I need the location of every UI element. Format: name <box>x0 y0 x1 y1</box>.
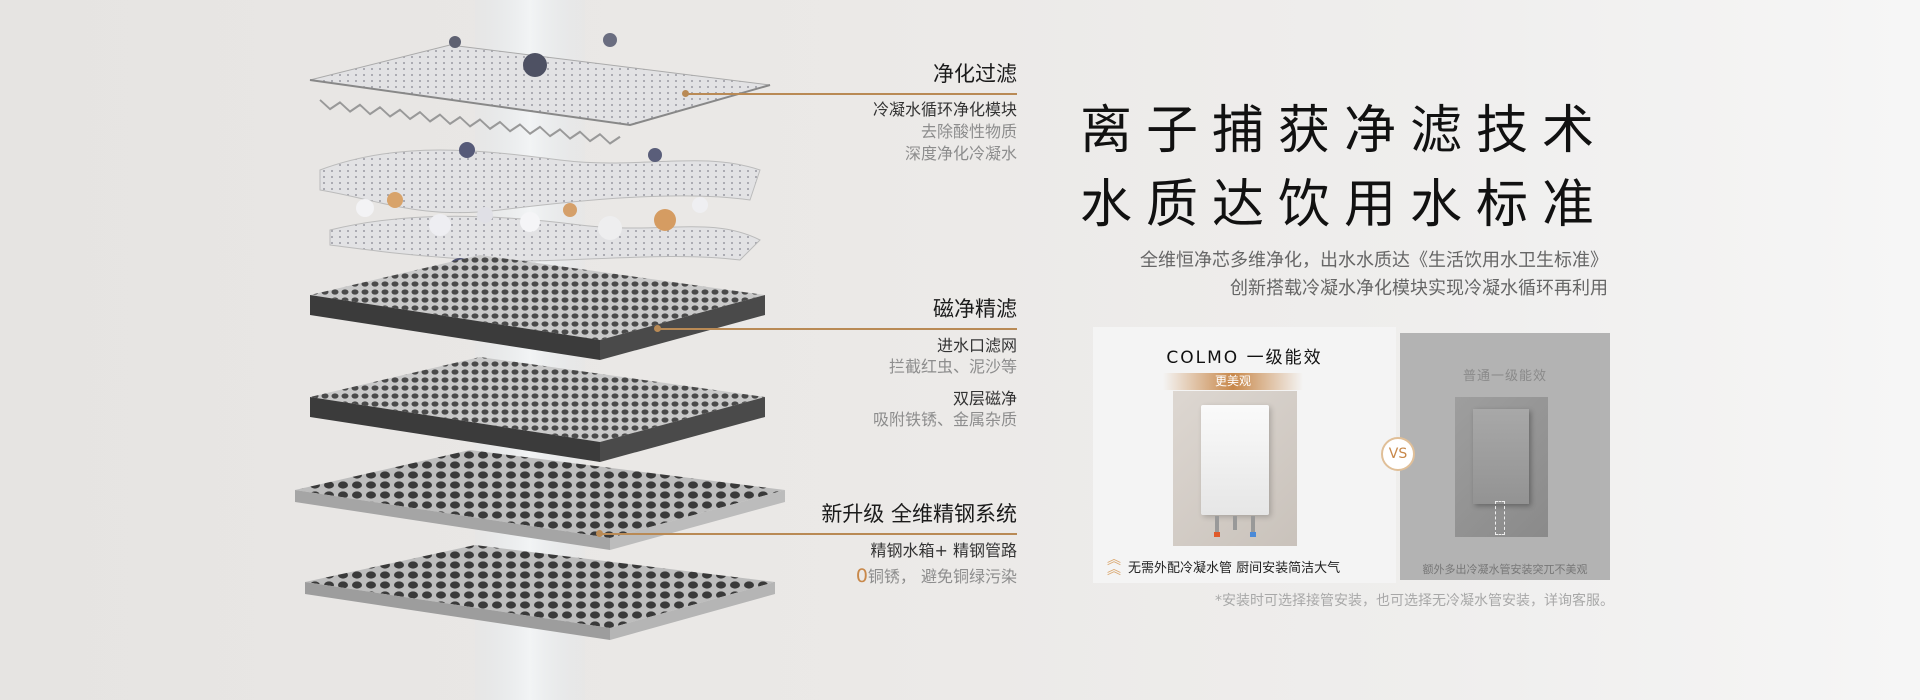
headline-line-1: 离子捕获净滤技术 <box>1079 101 1608 161</box>
feature-line: 拦截红虫、泥沙等 <box>888 357 1017 376</box>
ion-capture-layer <box>319 142 761 282</box>
description-line-2: 创新搭载冷凝水净化模块实现冷凝水循环再利用 <box>1230 278 1608 299</box>
feature-line: 吸附铁锈、金属杂质 <box>872 410 1017 429</box>
callout-dot <box>654 325 661 332</box>
feature-title: 磁净精滤 <box>933 297 1017 321</box>
ordinary-card: 普通一级能效 额外多出冷凝水管安装突兀不美观 <box>1400 333 1610 580</box>
callout-line <box>657 328 1017 330</box>
callout-dot <box>596 530 603 537</box>
feature-title: 净化过滤 <box>933 62 1017 86</box>
feature-title: 新升级 全维精钢系统 <box>821 502 1017 526</box>
colmo-card: COLMO 一级能效 更美观 ︽︽ 无需外配冷凝水管 厨间安装简洁大气 <box>1093 327 1396 583</box>
magnetic-filter-layer <box>310 255 765 462</box>
feature-line: 深度净化冷凝水 <box>904 144 1017 163</box>
description-line-1: 全维恒净芯多维净化，出水水质达《生活饮用水卫生标准》 <box>1140 250 1608 271</box>
feature-line: 进水口滤网 <box>936 336 1017 355</box>
colmo-card-title: COLMO 一级能效 <box>1166 348 1323 368</box>
feature-line-text: 铜锈， 避免铜绿污染 <box>867 567 1017 586</box>
zero-highlight: 0 <box>855 565 868 587</box>
purification-layer <box>309 33 771 145</box>
chevron-up-icon: ︽︽ <box>1107 552 1121 578</box>
callout-dot <box>682 90 689 97</box>
footnote: *安装时可选择接管安装，也可选择无冷凝水管安装，详询客服。 <box>1215 593 1614 609</box>
colmo-heater-image <box>1173 391 1297 546</box>
ordinary-heater-image <box>1455 397 1548 537</box>
feature-line: 冷凝水循环净化模块 <box>872 100 1017 119</box>
ordinary-card-title: 普通一级能效 <box>1462 369 1547 384</box>
headline-line-2: 水质达饮用水标准 <box>1079 175 1608 235</box>
feature-line: 去除酸性物质 <box>920 122 1017 141</box>
ordinary-caption: 额外多出冷凝水管安装突兀不美观 <box>1422 563 1588 576</box>
filter-layers-illustration <box>295 0 785 700</box>
feature-line: 0铜锈， 避免铜绿污染 <box>856 565 1017 588</box>
callout-line <box>597 533 1017 535</box>
feature-line: 双层磁净 <box>952 389 1017 408</box>
colmo-caption: 无需外配冷凝水管 厨间安装简洁大气 <box>1128 561 1341 576</box>
callout-line <box>685 93 1017 95</box>
badge-better-looking: 更美观 <box>1163 373 1303 390</box>
vs-badge: VS <box>1381 437 1415 471</box>
steel-layer <box>295 450 785 640</box>
feature-line: 精钢水箱+ 精钢管路 <box>870 541 1018 560</box>
